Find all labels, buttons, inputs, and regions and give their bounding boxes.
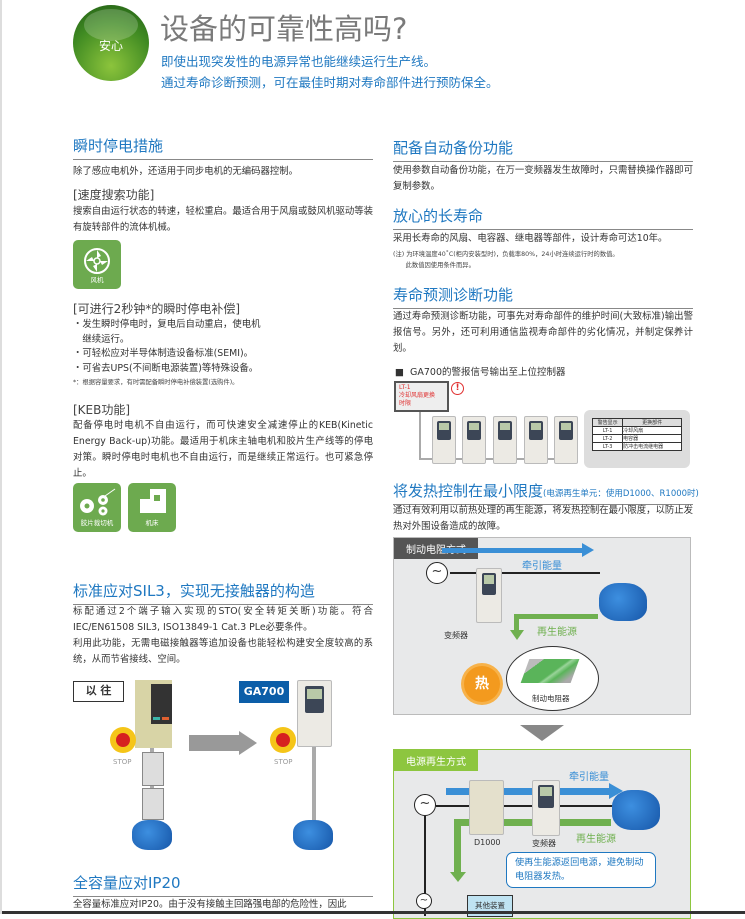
arrow-down-icon bbox=[520, 725, 564, 741]
inverter bbox=[432, 416, 456, 464]
ac-source-icon: ~ bbox=[426, 562, 448, 584]
ip20-text: 全容量标准应对IP20。由于没有接触主回路强电部的危险性，因此 bbox=[73, 899, 347, 910]
d1000-unit bbox=[469, 780, 504, 835]
inverter bbox=[524, 416, 548, 464]
keb-title: [KEB功能] bbox=[73, 403, 131, 417]
long-life-text: 采用长寿命的风扇、电容器、继电器等部件，设计寿命可达10年。 bbox=[393, 233, 668, 244]
anxin-badge: 安心 bbox=[73, 5, 149, 81]
sil3-line: 标配通过2个端子输入实现的STO(安全转矩关断)功能。符合IEC/EN61508… bbox=[73, 606, 373, 633]
braking-resistor-diagram: 制动电阻方式 ~ 牵引能量 再生能源 变频器 热 制动电阻器 bbox=[393, 537, 691, 715]
d1000-label: D1000 bbox=[474, 838, 501, 847]
before-label: 以 往 bbox=[73, 681, 124, 702]
long-life-note: (注) 为环境温度40˚C(柜内安装型时)，负载率80%，24小时连续运行时的数… bbox=[393, 251, 619, 258]
ride-through-note: *：根据容量要求，有时需配备瞬时停电补偿装置(选购件)。 bbox=[73, 379, 239, 386]
fan-icon-label: 风机 bbox=[90, 276, 104, 284]
long-life-note: 此数值因使用条件而异。 bbox=[393, 262, 475, 269]
heat-text: 通过有效利用以前热处理的再生能源，将发热控制在最小限度，以防止发热对外围设备造成… bbox=[393, 505, 694, 532]
alert-line: LT-1 bbox=[399, 384, 411, 391]
keb-text: 配备停电时电机不自由运行，而可快速安全减速停止的KEB(Kinetic Ener… bbox=[73, 420, 373, 479]
inverter bbox=[462, 416, 486, 464]
alert-line: 冷却风扇更换 bbox=[399, 392, 436, 399]
alert-line: 时限 bbox=[399, 400, 412, 407]
backup-text: 使用参数自动备份功能，在万一变频器发生故障时，只需替换操作器即可复制参数。 bbox=[393, 165, 694, 192]
inverter bbox=[476, 568, 502, 623]
prediction-text: 通过寿命预测诊断功能，可事先对寿命部件的维护时间(大致标准)输出警报信号。另外，… bbox=[393, 311, 693, 354]
stop-label: STOP bbox=[274, 758, 293, 766]
stop-label: STOP bbox=[113, 758, 132, 766]
bullet: ・发生瞬时停电时，复电后自动重启，使电机 bbox=[73, 319, 261, 330]
arrow-right-icon bbox=[189, 735, 239, 751]
speed-search-text: 搜索自由运行状态的转速，轻松重启。最适合用于风扇或鼓风机驱动等装有旋转部件的流体… bbox=[73, 206, 374, 233]
ac-source-icon: ~ bbox=[416, 893, 432, 909]
fan-icon: 风机 bbox=[73, 240, 121, 289]
ride-through-title: [可进行2秒钟*的瞬时停电补偿] bbox=[73, 302, 240, 316]
inverter bbox=[493, 416, 517, 464]
regen-label: 再生能源 bbox=[576, 834, 616, 845]
bullet: ・可轻松应对半导体制造设备标准(SEMI)。 bbox=[73, 348, 254, 359]
diagram-title: ■ GA700的警报信号输出至上位控制器 bbox=[395, 367, 566, 378]
machine-tool-label: 机床 bbox=[145, 519, 159, 527]
warning-icon: ! bbox=[451, 382, 464, 395]
subtitle-line: 通过寿命诊断预测，可在最佳时期对寿命部件进行预防保全。 bbox=[161, 75, 499, 90]
resistor-callout: 制动电阻器 bbox=[506, 646, 599, 711]
section-title-long-life: 放心的长寿命 bbox=[393, 205, 693, 230]
ga700-inverter bbox=[297, 680, 332, 747]
emergency-stop-icon bbox=[270, 727, 296, 753]
section-title-sil3: 标准应对SIL3，实现无接触器的构造 bbox=[73, 580, 373, 605]
bullet: ・可省去UPS(不间断电源装置)等特殊设备。 bbox=[73, 362, 259, 374]
inverter-label: 变频器 bbox=[532, 839, 556, 848]
page-edge bbox=[0, 0, 2, 914]
regen-mode-label: 电源再生方式 bbox=[394, 750, 478, 771]
machine-tool-icon: 机床 bbox=[128, 483, 176, 532]
motor-icon bbox=[612, 790, 660, 830]
page-title: 设备的可靠性高吗? bbox=[160, 12, 408, 46]
regen-label: 再生能源 bbox=[537, 627, 577, 638]
inverter bbox=[554, 416, 578, 464]
sil3-line: 利用此功能，无需电磁接触器等追加设备也能轻松构建安全度较高的系统，从而节省接线、… bbox=[73, 638, 373, 665]
power-regen-diagram: 电源再生方式 ~ 牵引能量 再生能源 D1000 变频器 使再生能源返回电源，避… bbox=[393, 749, 691, 919]
film-cutter-icon: 胶片裁切机 bbox=[73, 483, 121, 532]
motor-icon bbox=[132, 820, 172, 850]
subtitle-line: 即使出现突发性的电源异常也能继续运行生产线。 bbox=[161, 54, 437, 69]
film-cutter-label: 胶片裁切机 bbox=[80, 519, 114, 527]
heat-title-note: (电源再生单元：使用D1000、R1000时) bbox=[543, 489, 699, 499]
footer-bar bbox=[0, 911, 745, 914]
badge-label: 安心 bbox=[98, 39, 123, 53]
speed-search-title: [速度搜索功能] bbox=[73, 188, 155, 202]
power-loss-intro: 除了感应电机外，还适用于同步电机的无编码器控制。 bbox=[73, 166, 299, 177]
section-title-prediction: 寿命预测诊断功能 bbox=[393, 284, 693, 309]
section-title-ip20: 全容量应对IP20 bbox=[73, 872, 373, 897]
contactor bbox=[142, 788, 164, 820]
contactor bbox=[142, 752, 164, 786]
controller-screen: LT-1 冷却风扇更换 时限 bbox=[394, 381, 449, 412]
section-title-power-loss: 瞬时停电措施 bbox=[73, 135, 373, 160]
braking-label: 制动电阻方式 bbox=[394, 538, 478, 559]
heat-burst-icon: 热 bbox=[464, 666, 500, 702]
section-title-backup: 配备自动备份功能 bbox=[393, 137, 693, 162]
ga700-label: GA700 bbox=[239, 681, 289, 703]
section-title-heat: 将发热控制在最小限度(电源再生单元：使用D1000、R1000时) bbox=[393, 480, 699, 505]
heat-title: 将发热控制在最小限度 bbox=[393, 482, 544, 500]
motor-icon bbox=[599, 583, 647, 621]
inverter bbox=[532, 780, 560, 836]
inverter-label: 变频器 bbox=[444, 631, 468, 640]
regen-callout: 使再生能源返回电源，避免制动电阻器发热。 bbox=[506, 852, 656, 888]
bullet: 继续运行。 bbox=[73, 333, 130, 345]
emergency-stop-icon bbox=[110, 727, 136, 753]
motor-icon bbox=[293, 820, 333, 850]
ac-source-icon: ~ bbox=[414, 794, 436, 816]
traction-label: 牵引能量 bbox=[522, 561, 562, 572]
ride-through-bullets: ・发生瞬时停电时，复电后自动重启，使电机 继续运行。・可轻松应对半导体制造设备标… bbox=[73, 318, 261, 376]
old-inverter bbox=[135, 680, 172, 748]
resistor-label: 制动电阻器 bbox=[532, 694, 570, 703]
traction-label: 牵引能量 bbox=[569, 772, 609, 783]
